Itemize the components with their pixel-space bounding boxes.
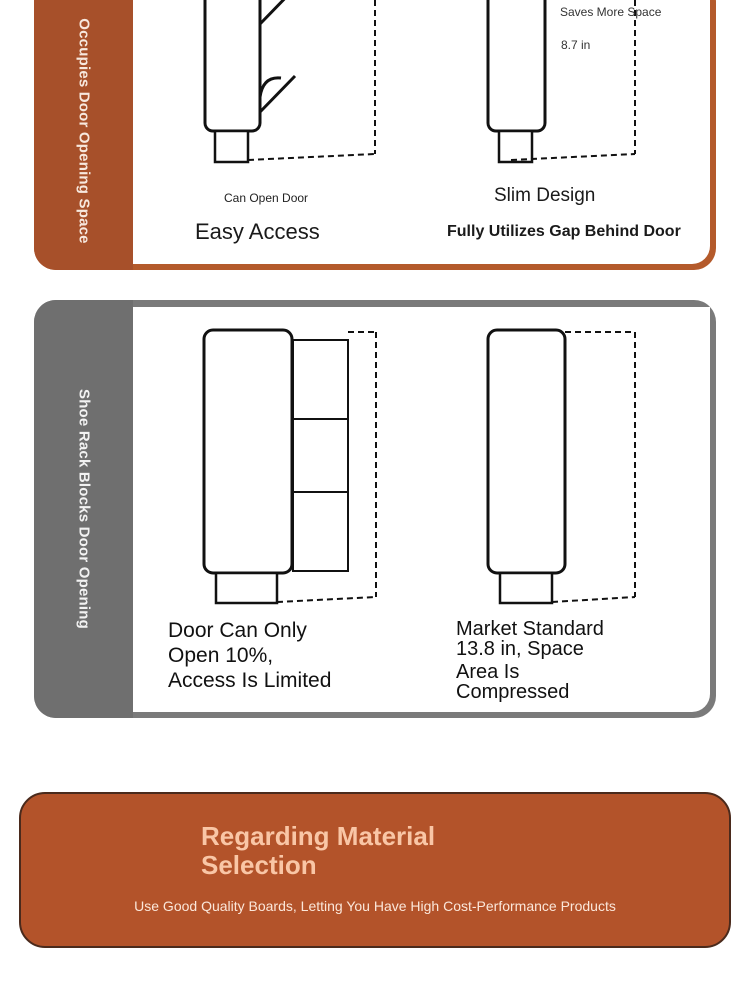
caption-line: 13.8 in, Space — [456, 638, 584, 660]
panel-content: Saves More Space 8.7 in Can Open Door Ea… — [133, 0, 710, 264]
banner-subtitle: Use Good Quality Boards, Letting You Hav… — [134, 898, 616, 914]
caption-market-standard: Market Standard 13.8 in, Space Area Is C… — [456, 619, 604, 702]
caption-line: Area Is — [456, 661, 520, 683]
slim-rack-diagrams — [203, 0, 636, 164]
caption-fully-utilizes: Fully Utilizes Gap Behind Door — [447, 223, 681, 240]
caption-line: Door Can Only — [168, 619, 307, 642]
blocked-door-illustration — [202, 328, 377, 605]
easy-access-illustration — [203, 0, 376, 164]
comparison-panel-blocked-door: Shoe Rack Blocks Door Opening — [34, 300, 716, 718]
standard-rack-diagrams — [202, 328, 636, 605]
side-label-strip: Shoe Rack Blocks Door Opening — [34, 300, 133, 718]
caption-line: Compressed — [456, 681, 570, 703]
caption-easy-access: Easy Access — [195, 219, 320, 244]
side-label: Shoe Rack Blocks Door Opening — [75, 388, 92, 630]
caption-line: Market Standard — [456, 618, 604, 640]
slim-design-illustration — [486, 0, 636, 164]
caption-line: Open 10%, — [168, 644, 274, 667]
caption-line: Access Is Limited — [168, 669, 332, 692]
caption-slim-design: Slim Design — [494, 185, 596, 206]
banner-title: Regarding Material Selection — [201, 822, 501, 880]
panel-content: Door Can Only Open 10%, Access Is Limite… — [133, 307, 710, 712]
material-selection-banner: Regarding Material Selection Use Good Qu… — [19, 792, 731, 948]
annotation-saves-space: Saves More Space — [560, 5, 662, 19]
side-label: Occupies Door Opening Space — [75, 18, 92, 244]
dimension-label: 8.7 in — [561, 38, 591, 52]
caption-door-limited: Door Can Only Open 10%, Access Is Limite… — [168, 618, 331, 693]
market-standard-illustration — [486, 328, 636, 605]
banner-title-line: Selection — [201, 850, 317, 880]
side-label-strip: Occupies Door Opening Space — [34, 0, 133, 270]
comparison-panel-easy-access: Occupies Door Opening Space Saves — [34, 0, 716, 270]
caption-can-open-door: Can Open Door — [224, 191, 309, 205]
banner-title-line: Regarding Material — [201, 821, 436, 851]
